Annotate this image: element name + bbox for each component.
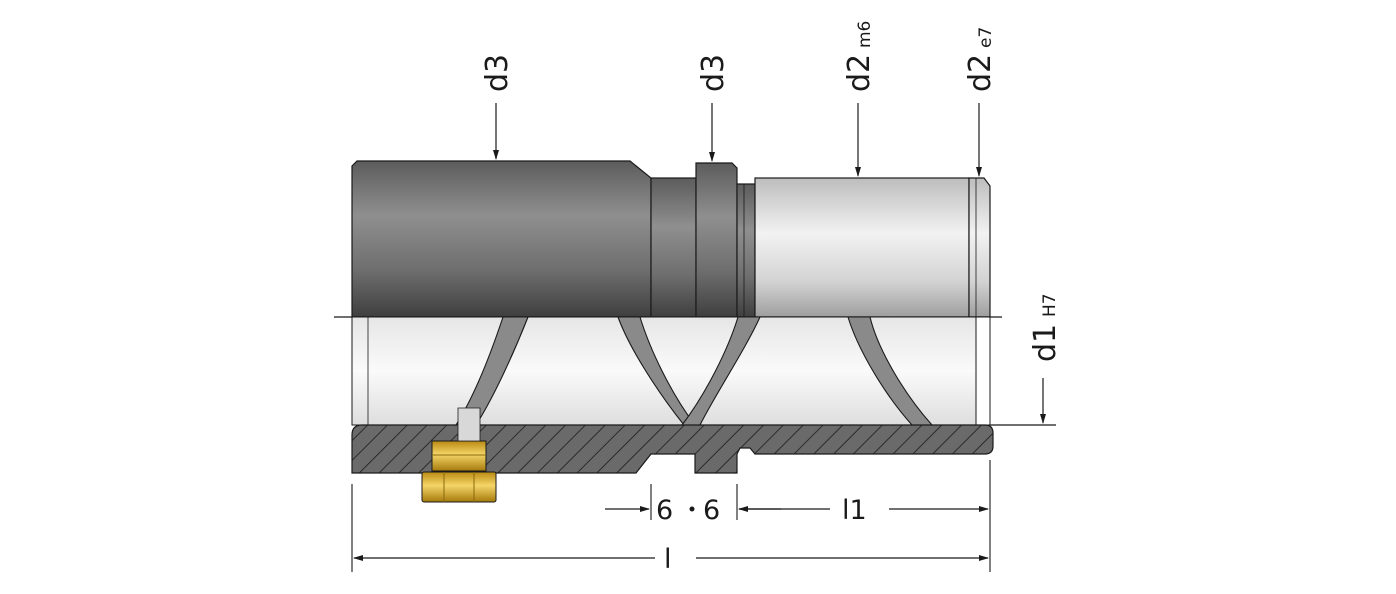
dim-l1: l1 (842, 495, 867, 526)
dim-l: l (664, 544, 672, 575)
end-section (968, 177, 991, 318)
label-m6-tolerance: m6 (855, 21, 875, 48)
brass-screw (421, 407, 497, 503)
leader-arrows (493, 103, 982, 177)
lower-bore-view (351, 316, 994, 503)
label-e7-tolerance: e7 (976, 27, 996, 48)
hatched-wall (351, 424, 994, 474)
label-d1-h7: d1 (1028, 324, 1063, 362)
dim-six-left: 6 (656, 495, 673, 526)
label-d2-m6: d2 (842, 54, 877, 92)
upper-shaft-view (351, 160, 991, 318)
d1-dimension (990, 378, 1056, 426)
light-section (754, 177, 970, 318)
middle-collar (695, 162, 738, 318)
neck (650, 177, 697, 318)
label-d2-e7: d2 (963, 54, 998, 92)
extension-lines (351, 460, 991, 572)
step (736, 183, 756, 318)
label-h7-tolerance: H7 (1040, 293, 1060, 317)
label-d3-mid: d3 (696, 54, 731, 92)
label-d3-left: d3 (480, 54, 515, 92)
dim-middle-dot (689, 506, 695, 512)
dim-six-right: 6 (703, 495, 720, 526)
left-body (351, 160, 652, 318)
